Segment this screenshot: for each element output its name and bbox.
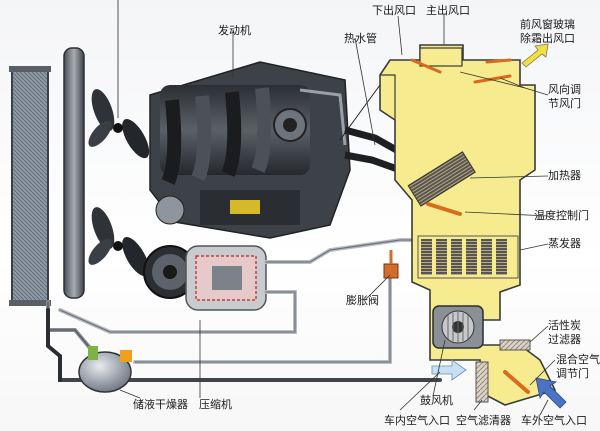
label-expansion-valve: 膨胀阀 — [346, 294, 379, 307]
hvac-housing — [379, 44, 557, 406]
leader-lines — [119, 14, 556, 416]
expansion-valve — [383, 250, 399, 279]
radiator — [63, 47, 85, 299]
compressor — [143, 245, 267, 311]
label-blower: 鼓风机 — [420, 394, 453, 407]
mixing-air-door — [503, 370, 530, 394]
label-compressor: 压缩机 — [199, 398, 232, 411]
label-carbon-filter-line2: 过滤器 — [548, 333, 581, 346]
label-evaporator: 蒸发器 — [548, 237, 581, 250]
label-engine: 发动机 — [218, 24, 251, 37]
label-lower-outlet: 下出风口 — [372, 4, 416, 17]
cooling-fan-lower — [88, 207, 150, 277]
activated-carbon-filter — [499, 339, 531, 351]
engine — [149, 61, 351, 239]
temperature-control-door — [426, 202, 462, 216]
defrost-outlet-arrow — [521, 43, 549, 68]
label-temperature-control-door: 温度控制门 — [534, 209, 589, 222]
label-defrost-outlet-line2: 除霜出风口 — [520, 32, 575, 45]
wind-direction-doors — [410, 58, 512, 84]
label-defrost-outlet-line1: 前风窗玻璃 — [520, 18, 575, 31]
inside-air-arrow — [431, 359, 467, 381]
label-carbon-filter-line1: 活性炭 — [548, 319, 581, 332]
condenser — [9, 66, 51, 306]
refrigerant-lines — [46, 238, 442, 382]
label-wind-door-line1: 风向调 — [548, 83, 581, 96]
label-wind-door-line2: 节风门 — [548, 97, 581, 110]
outside-air-arrow — [535, 377, 567, 409]
hot-water-pipes — [339, 84, 402, 174]
blower — [432, 305, 484, 349]
label-heater: 加热器 — [548, 169, 581, 182]
label-inside-air-inlet: 车内空气入口 — [384, 414, 450, 427]
label-receiver-drier: 储液干燥器 — [133, 398, 188, 411]
label-air-filter: 空气滤清器 — [456, 414, 511, 427]
label-mix-door-line1: 混合空气 — [556, 353, 600, 366]
receiver-drier — [78, 346, 132, 393]
cooling-fan-upper — [88, 0, 150, 159]
label-mix-door-line2: 调节门 — [556, 367, 589, 380]
label-hot-water-pipe: 热水管 — [344, 32, 377, 45]
label-main-outlet: 主出风口 — [426, 4, 470, 17]
label-outside-air-inlet: 车外空气入口 — [521, 414, 587, 427]
heater-core — [407, 151, 476, 207]
air-filter — [475, 361, 489, 403]
evaporator — [417, 235, 519, 279]
